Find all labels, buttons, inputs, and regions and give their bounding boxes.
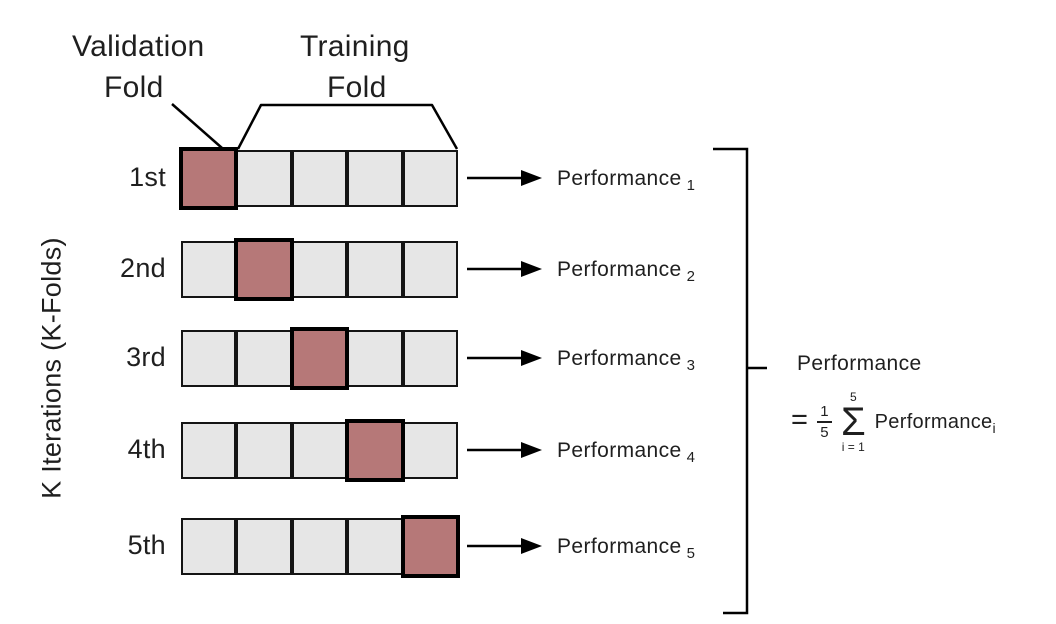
training-fold-brace [236,103,459,150]
term-subscript: i [992,419,996,436]
arrow-row-1 [467,170,542,186]
training-fold-label-line2: Fold [327,71,387,104]
performance-text: Performance [557,167,682,190]
training-fold-cell [291,241,348,298]
performance-subscript: 4 [686,449,696,467]
formula-result-label: Performance [797,352,922,375]
training-fold-cell [347,241,403,298]
validation-fold-cell [400,515,461,578]
formula-equation: = 1 5 5 Σ i = 1 Performancei [791,391,996,453]
fold-row-5 [181,515,461,578]
training-fold-cell [402,330,459,387]
training-fold-cell [291,422,348,479]
performance-text: Performance [557,347,682,370]
training-fold-cell [347,518,403,575]
fraction-bar [816,421,832,423]
performance-subscript: 1 [686,177,696,195]
training-fold-cell [181,422,237,479]
training-fold-cell [181,330,237,387]
performance-subscript: 2 [686,268,696,286]
validation-fold-cell [234,238,294,301]
training-fold-label-line1: Training [300,30,410,63]
arrow-row-3 [467,350,542,366]
performance-text: Performance [557,258,682,281]
sum-upper-limit: 5 [849,390,857,404]
summary-bracket [713,147,749,615]
training-fold-cell [347,330,403,387]
training-fold-cell [236,150,292,207]
validation-fold-cell [345,419,405,482]
summation-symbol: 5 Σ i = 1 [841,391,866,453]
training-fold-cell [402,150,459,207]
validation-fold-cell [179,147,239,210]
row-label-4th: 4th [127,434,166,464]
training-fold-cell [402,241,459,298]
sum-lower-limit: i = 1 [841,440,865,454]
row-label-2nd: 2nd [120,253,166,283]
training-fold-cell [181,518,237,575]
training-fold-cell [291,150,348,207]
training-fold-cell [347,150,403,207]
validation-fold-label-line2: Fold [104,71,164,104]
row-label-1st: 1st [129,162,166,192]
training-fold-cell [236,422,292,479]
fraction-numerator: 1 [820,402,829,420]
training-fold-cell [402,422,459,479]
arrow-row-2 [467,261,542,277]
performance-subscript: 5 [686,545,696,563]
arrow-row-4 [467,442,542,458]
training-fold-cell [236,518,292,575]
training-fold-cell [291,518,348,575]
term-text: Performance [874,410,993,433]
fraction-denominator: 5 [820,424,829,441]
performance-subscript: 3 [686,357,696,375]
validation-fold-cell [289,327,350,390]
fold-row-1 [179,147,459,210]
performance-text: Performance [557,535,682,558]
fraction-one-fifth: 1 5 [816,402,832,442]
fold-row-2 [181,238,459,301]
formula-term: Performancei [874,410,996,436]
training-fold-cell [236,330,292,387]
row-label-5th: 5th [127,530,166,560]
training-fold-cell [181,241,237,298]
arrow-row-5 [467,538,542,554]
equals-sign: = [791,404,808,436]
validation-leader-line [171,103,223,149]
fold-row-4 [181,419,459,482]
performance-text: Performance [557,439,682,462]
sigma-glyph: Σ [840,400,866,444]
validation-fold-label-line1: Validation [72,30,205,63]
fold-row-3 [181,327,459,390]
row-label-3rd: 3rd [126,342,166,372]
